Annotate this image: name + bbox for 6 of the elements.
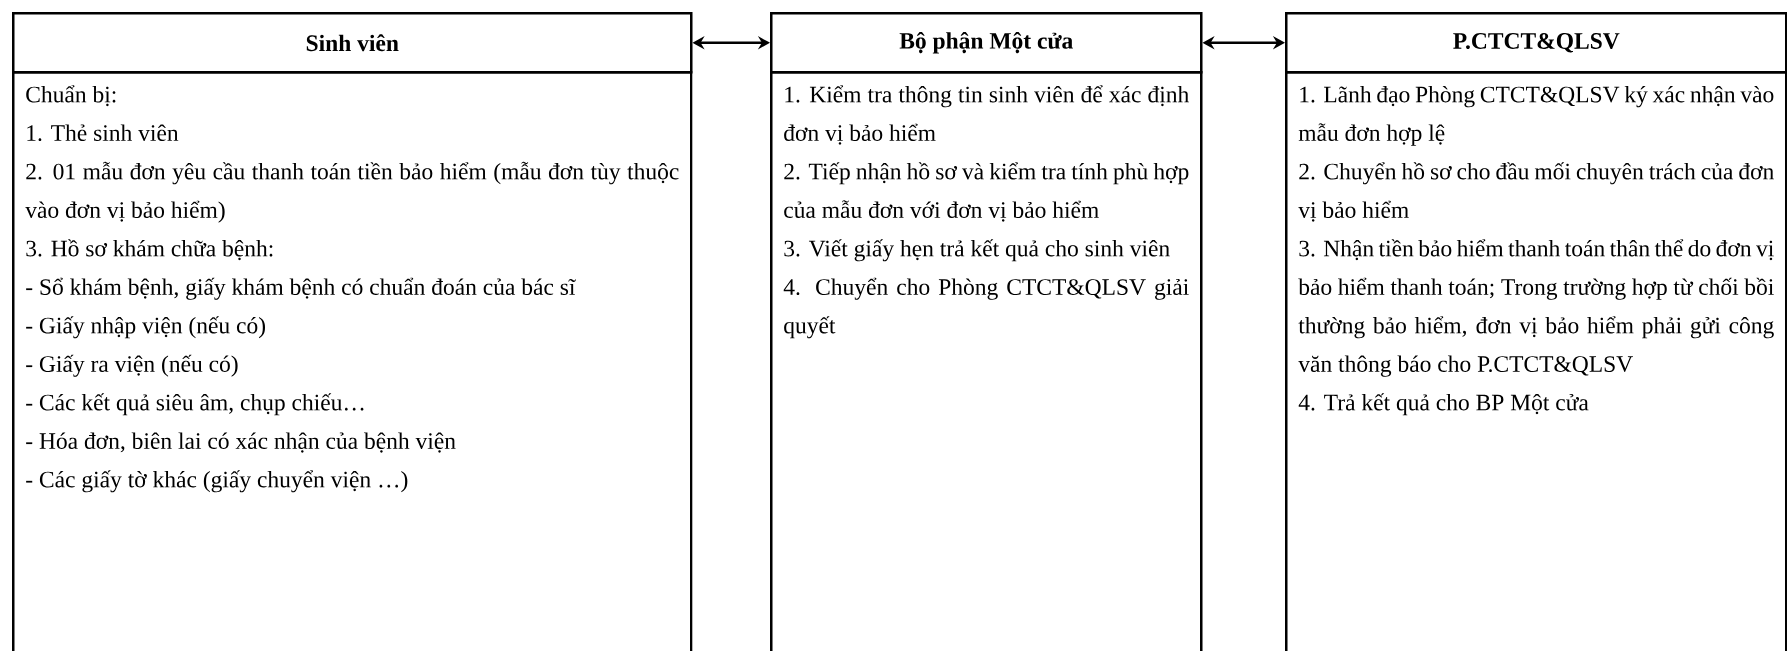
content-box: 1. Lãnh đạo Phòng CTCT&QLSV ký xác nhận vào mẫu đơn hợp lệ 2. Chuyển hồ sơ cho đầu mối chuyên trách của đơn vị bảo hiểm 3. Nhận tiền bảo hiểm thanh toán thân thể do đơn vị bảo hiểm thanh toán; Trong trường hợp từ chối bồi thường bảo hiểm, đơn vị bảo hiểm phải gửi công văn thông báo cho P.CTCT&QLSV 4. Trả kết quả cho BP Một cửa (1285, 71, 1787, 651)
content-box: 1. Kiểm tra thông tin sinh viên để xác định đơn vị bảo hiểm 2. Tiếp nhận hồ sơ và kiểm tra tính phù hợp của mẫu đơn với đơn vị bảo hiểm 3. Viết giấy hẹn trả kết quả cho sinh viên 4. Chuyển cho Phòng CTCT&QLSV giải quyết (770, 71, 1203, 651)
content-box: Chuẩn bị: 1. Thẻ sinh viên 2. 01 mẫu đơn yêu cầu thanh toán tiền bảo hiểm (mẫu đơn tùy thuộc vào đơn vị bảo hiểm) 3. Hồ sơ khám chữa bệnh: - Sổ khám bệnh, giấy khám bệnh có chuẩn đoán của bác sĩ - Giấy nhập viện (nếu có) - Giấy ra viện (nếu có) - Các kết quả siêu âm, chụp chiếu… - Hóa đơn, biên lai có xác nhận của bệnh viện - Các giấy tờ khác (giấy chuyển viện …) (12, 71, 693, 651)
header-box: P.CTCT&QLSV (1285, 12, 1787, 74)
header-box: Sinh viên (12, 12, 693, 74)
header-box: Bộ phận Một cửa (770, 12, 1203, 74)
